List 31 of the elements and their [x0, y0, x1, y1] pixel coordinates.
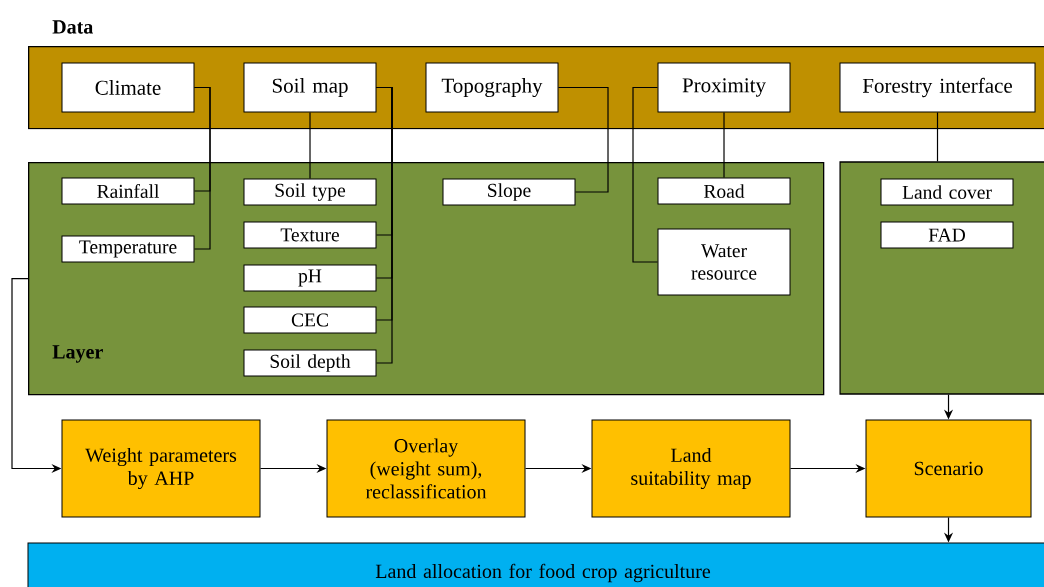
layer-box: CEC [243, 306, 377, 334]
layer-box: Water resource [657, 228, 791, 296]
section-heading: Layer [52, 345, 103, 363]
layer-box: Road [657, 177, 791, 205]
connector [632, 86, 659, 263]
layer-box: Temperature [61, 235, 195, 263]
layer-box: Slope [442, 178, 576, 206]
process-box: Weight parameters by AHP [61, 419, 261, 518]
output-band: Land allocation for food crop agriculture [27, 542, 1044, 587]
section-heading: Data [52, 20, 93, 34]
layer-box: Soil type [243, 178, 377, 206]
layer-box: Soil depth [243, 349, 377, 377]
layer-box: pH [243, 264, 377, 292]
data-box: Climate [61, 62, 195, 113]
connector [557, 86, 609, 193]
connector [936, 111, 939, 162]
layer-box: Rainfall [61, 177, 195, 205]
data-box: Forestry interface [839, 62, 1036, 113]
connector [375, 86, 393, 364]
layer-box: FAD [880, 221, 1014, 249]
layer-box: Texture [243, 221, 377, 249]
data-box: Topography [425, 62, 559, 113]
data-box: Soil map [243, 62, 377, 113]
process-box: Scenario [865, 419, 1032, 518]
connector [723, 111, 725, 179]
data-box: Proximity [657, 62, 791, 113]
process-box: Overlay (weight sum), reclassification [326, 419, 526, 518]
process-box: Land suitability map [591, 419, 791, 518]
connector [309, 111, 311, 180]
layer-box: Land cover [880, 178, 1014, 206]
connector [193, 86, 211, 250]
